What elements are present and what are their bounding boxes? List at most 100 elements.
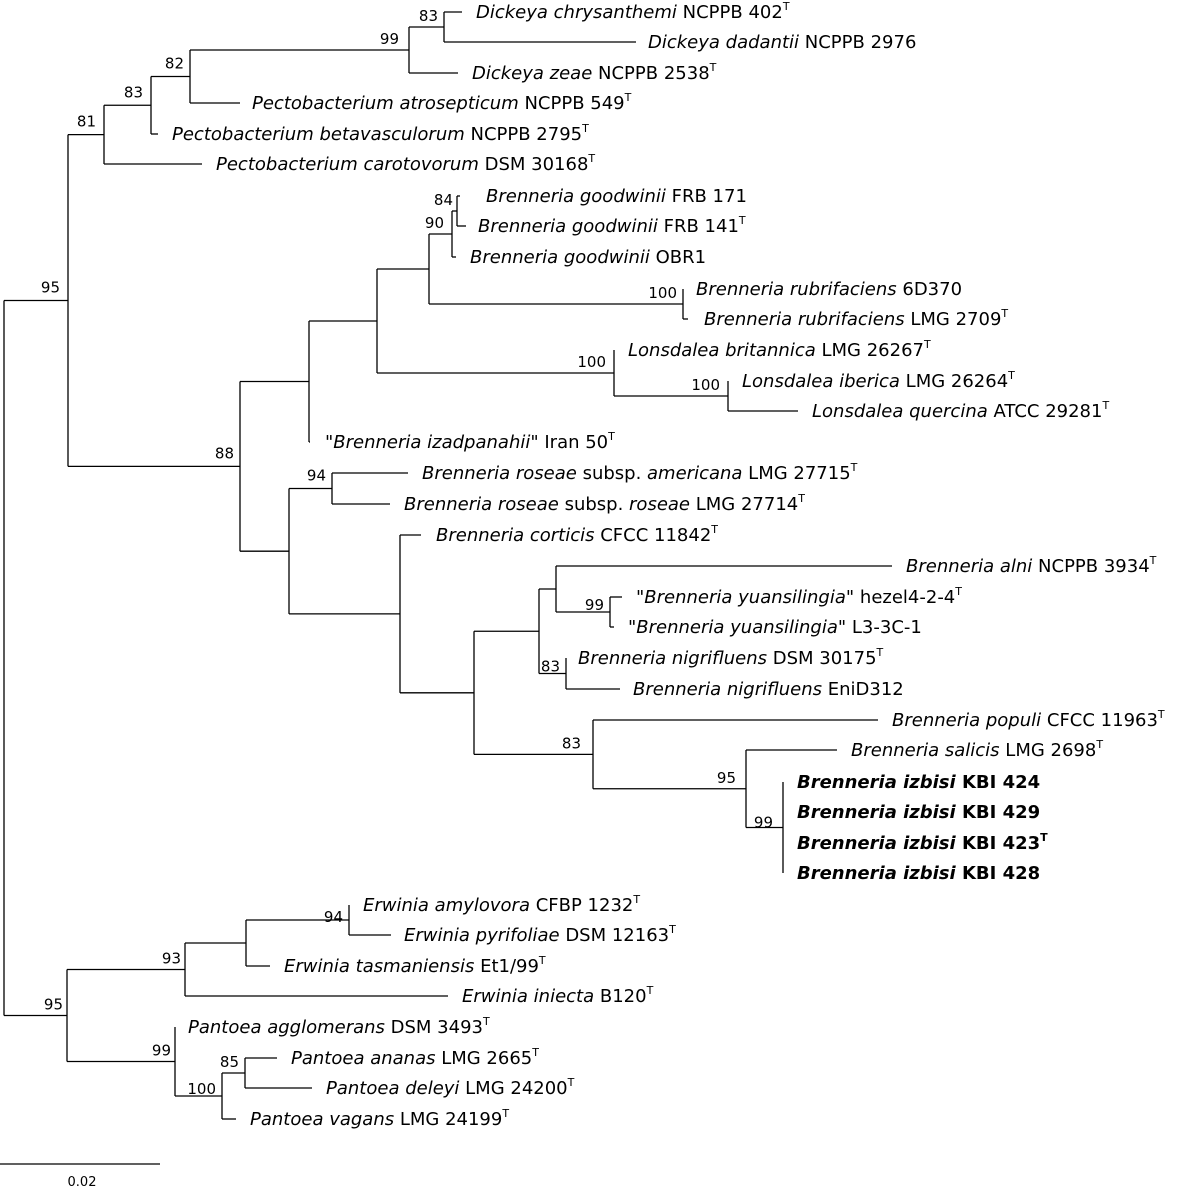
- leaf-label: Brenneria alni NCPPB 3934T: [906, 554, 1157, 577]
- leaf-label-part: Erwinia amylovora: [363, 895, 530, 916]
- leaf-label-part: KBI 429: [956, 802, 1040, 823]
- leaf-label-part: FRB 171: [666, 186, 747, 207]
- type-strain-superscript: T: [581, 122, 589, 135]
- leaf-label-part: Pantoea deleyi: [326, 1078, 459, 1099]
- leaf-label: Erwinia pyrifoliae DSM 12163T: [404, 923, 676, 946]
- leaf-label-part: CFCC 11963: [1041, 710, 1158, 731]
- leaf-label-part: Brenneria roseae: [422, 463, 577, 484]
- leaf-label-part: Brenneria salicis: [851, 740, 1000, 761]
- leaf-label-part: Brenneria izbisi: [797, 772, 957, 793]
- leaf-label: Brenneria izbisi KBI 423T: [797, 831, 1048, 854]
- bootstrap-value: 100: [648, 284, 677, 302]
- leaf-label-part: LMG 24199: [394, 1109, 502, 1130]
- type-strain-superscript: T: [668, 923, 676, 936]
- leaf-label: Lonsdalea iberica LMG 26264T: [742, 369, 1015, 392]
- leaf-label-part: 6D370: [897, 279, 962, 300]
- leaf-label-part: Brenneria rubrifaciens: [696, 279, 897, 300]
- type-strain-superscript: T: [923, 338, 931, 351]
- leaf-label-part: NCPPB 3934: [1032, 556, 1149, 577]
- leaf-label: Erwinia amylovora CFBP 1232T: [363, 893, 640, 916]
- type-strain-superscript: T: [1149, 554, 1157, 567]
- leaf-label: Brenneria izbisi KBI 424: [797, 772, 1040, 793]
- bootstrap-value: 99: [754, 814, 773, 832]
- leaf-label: Pantoea agglomerans DSM 3493T: [188, 1015, 490, 1038]
- bootstrap-value: 81: [77, 113, 96, 131]
- leaf-label-part: Brenneria izbisi: [797, 802, 957, 823]
- leaf-label-part: NCPPB 2538: [592, 63, 709, 84]
- leaf-label: Brenneria goodwinii FRB 171: [486, 186, 747, 207]
- leaf-label-part: Brenneria alni: [906, 556, 1032, 577]
- leaf-label: Brenneria rubrifaciens 6D370: [696, 279, 962, 300]
- scale-bar-label: 0.02: [68, 1175, 97, 1190]
- type-strain-superscript: T: [1040, 831, 1048, 844]
- leaf-label-part: roseae: [629, 494, 690, 515]
- leaf-label-part: B120: [594, 986, 646, 1007]
- bootstrap-value: 95: [717, 769, 736, 787]
- tree-branches: [3, 11, 892, 1120]
- leaf-label: Pantoea vagans LMG 24199T: [250, 1107, 509, 1130]
- leaf-label-part: ": [636, 587, 644, 608]
- leaf-label-part: Dickeya chrysanthemi: [476, 2, 677, 23]
- leaf-label-part: DSM 30168: [479, 154, 589, 175]
- leaf-label-part: Lonsdalea quercina: [812, 401, 988, 422]
- leaf-label: Brenneria goodwinii OBR1: [470, 247, 706, 268]
- leaf-label-part: Dickeya dadantii: [648, 32, 799, 53]
- leaf-label-part: Brenneria goodwinii: [478, 216, 658, 237]
- leaf-label: Brenneria roseae subsp. roseae LMG 27714…: [404, 492, 805, 515]
- leaf-label-part: KBI 428: [956, 863, 1040, 884]
- leaf-label-part: Brenneria yuansilingia: [636, 617, 838, 638]
- leaf-label-part: DSM 12163: [560, 925, 670, 946]
- leaf-label-part: Brenneria goodwinii: [470, 247, 650, 268]
- leaf-label-part: LMG 27714: [690, 494, 798, 515]
- bootstrap-value: 84: [434, 191, 453, 209]
- type-strain-superscript: T: [1007, 369, 1015, 382]
- bootstrap-value: 82: [165, 55, 184, 73]
- leaf-label-part: Erwinia tasmaniensis: [284, 956, 474, 977]
- leaf-label-part: NCPPB 549: [519, 93, 625, 114]
- leaf-label-part: EniD312: [822, 679, 904, 700]
- bootstrap-value: 100: [187, 1080, 216, 1098]
- bootstrap-value: 83: [562, 734, 581, 752]
- leaf-label-part: Dickeya zeae: [472, 63, 592, 84]
- leaf-label-part: OBR1: [650, 247, 706, 268]
- type-strain-superscript: T: [850, 461, 858, 474]
- leaf-label-part: " hezel4-2-4: [846, 587, 955, 608]
- type-strain-superscript: T: [954, 585, 962, 598]
- type-strain-superscript: T: [797, 492, 805, 505]
- leaf-label: Brenneria salicis LMG 2698T: [851, 738, 1103, 761]
- bootstrap-value: 100: [691, 376, 720, 394]
- leaf-label-part: CFBP 1232: [530, 895, 633, 916]
- leaf-label-part: KBI 424: [956, 772, 1040, 793]
- leaf-labels: Dickeya chrysanthemi NCPPB 402T Dickeya d…: [172, 0, 1165, 1130]
- leaf-label: Pantoea deleyi LMG 24200T: [326, 1076, 575, 1099]
- leaf-label-part: " Iran 50: [530, 432, 608, 453]
- type-strain-superscript: T: [538, 954, 546, 967]
- leaf-label-part: Brenneria roseae: [404, 494, 559, 515]
- bootstrap-value: 95: [44, 996, 63, 1014]
- bootstrap-value: 83: [419, 7, 438, 25]
- leaf-label-part: NCPPB 402: [677, 2, 783, 23]
- type-strain-superscript: T: [709, 61, 717, 74]
- type-strain-superscript: T: [587, 152, 595, 165]
- leaf-label-part: Pantoea ananas: [291, 1048, 435, 1069]
- leaf-label: Brenneria izbisi KBI 428: [797, 863, 1040, 884]
- bootstrap-value: 94: [324, 908, 343, 926]
- bootstrap-value: 99: [585, 596, 604, 614]
- leaf-label-part: subsp.: [577, 463, 647, 484]
- leaf-label: Brenneria izbisi KBI 429: [797, 802, 1040, 823]
- leaf-label-part: americana: [647, 463, 742, 484]
- type-strain-superscript: T: [1157, 708, 1165, 721]
- leaf-label-part: " L3-3C-1: [838, 617, 922, 638]
- leaf-label: Pectobacterium atrosepticum NCPPB 549T: [252, 91, 632, 114]
- type-strain-superscript: T: [710, 523, 718, 536]
- leaf-label-part: subsp.: [559, 494, 629, 515]
- bootstrap-value: 90: [425, 214, 444, 232]
- type-strain-superscript: T: [1095, 738, 1103, 751]
- leaf-label-part: KBI 423: [956, 833, 1040, 854]
- leaf-label: "Brenneria izadpanahii" Iran 50T: [325, 430, 615, 453]
- leaf-label-part: Pectobacterium betavasculorum: [172, 124, 465, 145]
- leaf-label-part: Pantoea agglomerans: [188, 1017, 385, 1038]
- leaf-label-part: ": [325, 432, 333, 453]
- leaf-label-part: NCPPB 2795: [465, 124, 582, 145]
